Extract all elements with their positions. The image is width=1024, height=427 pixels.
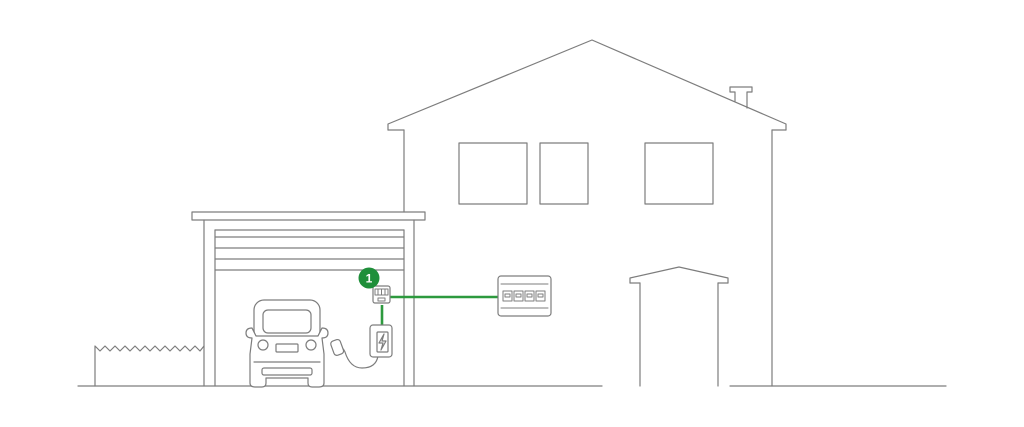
window-1 <box>458 142 528 205</box>
house <box>387 39 787 387</box>
front-door <box>629 266 729 387</box>
fence-outline <box>94 345 205 387</box>
charger-housing <box>369 324 393 358</box>
callout-badge: 1 <box>358 267 380 289</box>
electrical-panel <box>497 275 552 317</box>
fence <box>94 345 205 387</box>
charger-screen <box>376 331 389 353</box>
garage <box>191 211 426 387</box>
panel-breaker <box>535 290 546 302</box>
panel-breaker <box>502 290 513 302</box>
lightning-bolt-icon <box>378 333 387 351</box>
chimney <box>729 86 753 109</box>
house-roof <box>387 39 787 131</box>
callout-badge-circle <box>358 267 380 289</box>
car-taillight-right <box>305 339 317 351</box>
breaker-label <box>377 297 386 302</box>
charging-plug <box>330 338 345 356</box>
garage-roof <box>191 211 426 221</box>
car-body <box>245 327 329 388</box>
garage-door-slats <box>214 236 405 271</box>
callout-number: 1 <box>366 272 373 286</box>
window-2 <box>539 142 589 205</box>
window-3 <box>644 142 714 205</box>
car-lower-bumper <box>261 367 313 376</box>
panel-breaker <box>513 290 524 302</box>
power-cables <box>380 295 498 328</box>
porch-roof <box>629 266 729 284</box>
breaker-switch <box>526 293 533 298</box>
wall-charger <box>369 324 393 358</box>
car-license-plate <box>275 343 299 353</box>
breaker-switch <box>504 293 511 298</box>
breaker-switch <box>515 293 522 298</box>
car-window-glass <box>262 309 312 334</box>
car-taillight-left <box>257 339 269 351</box>
panel-breaker <box>524 290 535 302</box>
breaker-switch <box>537 293 544 298</box>
circuit-breaker-box <box>372 285 391 304</box>
electric-car <box>245 299 329 388</box>
